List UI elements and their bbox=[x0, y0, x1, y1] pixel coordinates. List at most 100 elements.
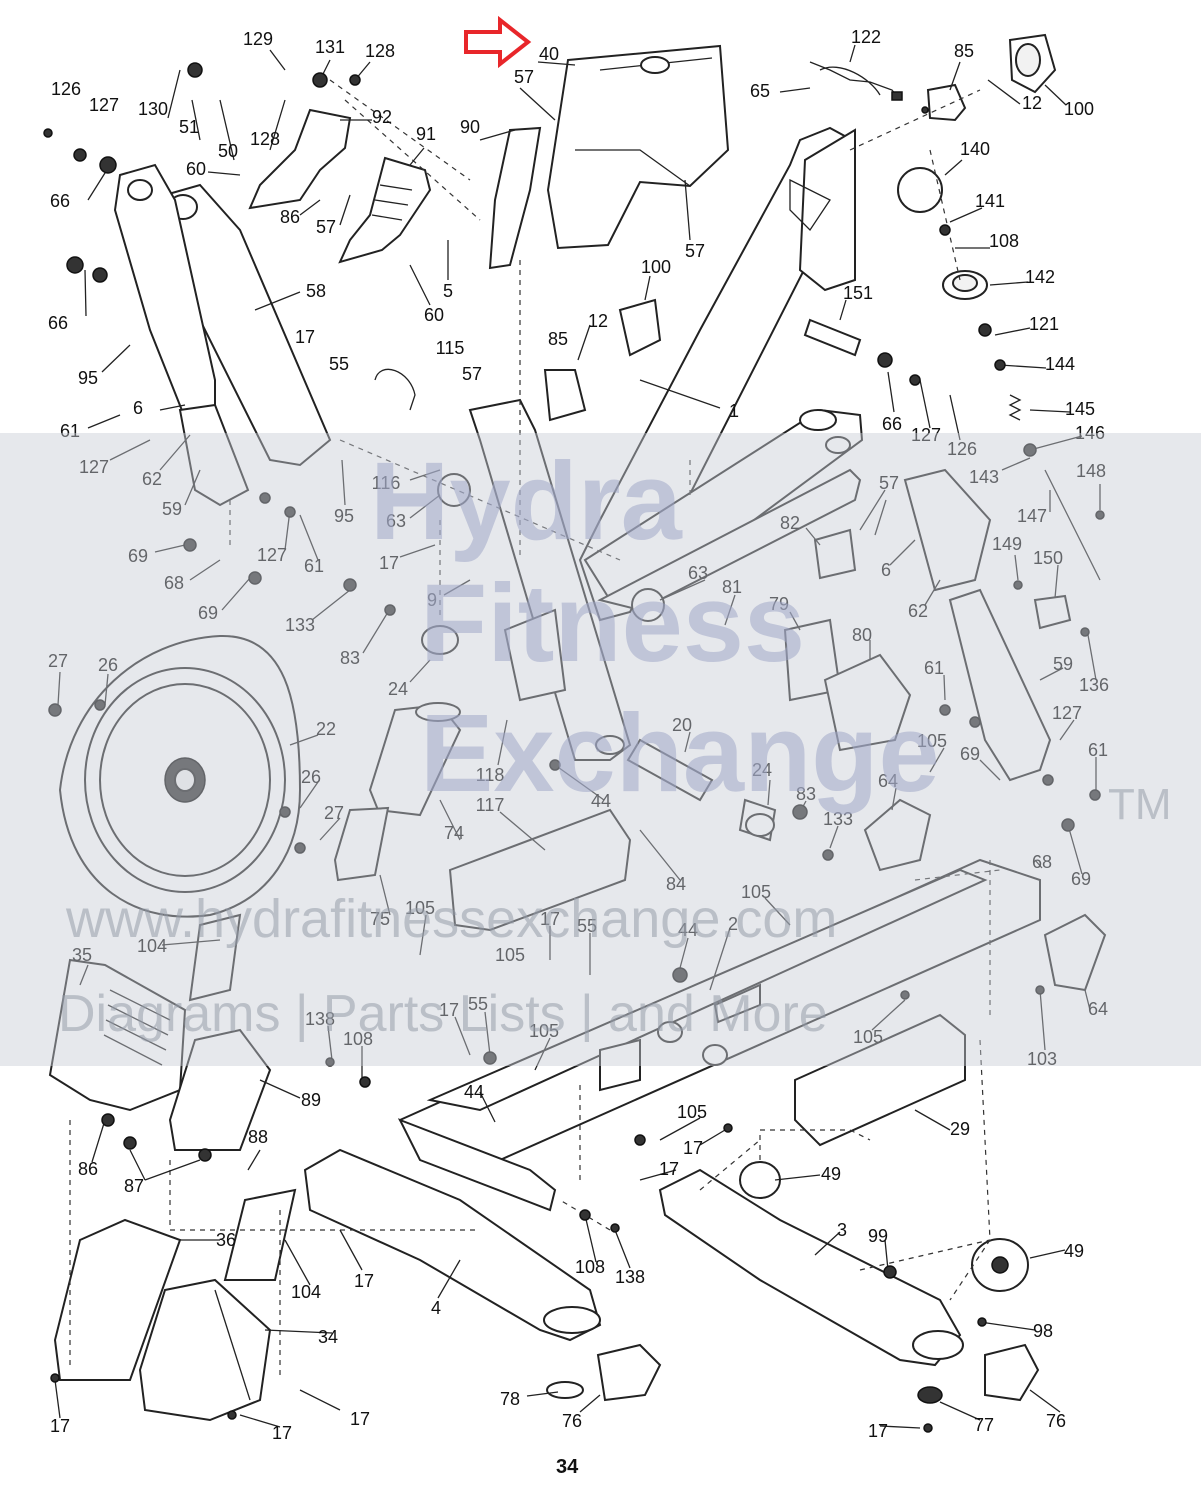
part-label-40: 40 bbox=[539, 44, 559, 64]
part-label-133a: 133 bbox=[285, 615, 315, 635]
part-label-85b: 85 bbox=[548, 329, 568, 349]
part-label-1: 1 bbox=[729, 401, 739, 421]
part-label-89: 89 bbox=[301, 1090, 321, 1110]
part-label-141: 141 bbox=[975, 191, 1005, 211]
part-label-83a: 83 bbox=[340, 648, 360, 668]
watermark-word-2: Fitness bbox=[420, 562, 806, 685]
shroud-part-36 bbox=[53, 1218, 182, 1381]
part-label-69b: 69 bbox=[198, 603, 218, 623]
part-label-55c: 55 bbox=[468, 994, 488, 1014]
highlight-arrow-icon bbox=[464, 15, 532, 69]
part-label-44c: 44 bbox=[464, 1082, 484, 1102]
watermark-word-1: Hydra bbox=[370, 440, 682, 563]
part-label-66a: 66 bbox=[50, 191, 70, 211]
part-label-57d: 57 bbox=[462, 364, 482, 384]
part-label-55a: 55 bbox=[329, 354, 349, 374]
part-label-62a: 62 bbox=[142, 469, 162, 489]
arm-part-6-right bbox=[903, 468, 992, 592]
part-label-74: 74 bbox=[444, 823, 464, 843]
part-label-44a: 44 bbox=[591, 791, 611, 811]
power-cord-part-122 bbox=[809, 61, 903, 101]
part-label-60a: 60 bbox=[186, 159, 206, 179]
bearing-part-63 bbox=[437, 473, 665, 622]
part-label-35: 35 bbox=[72, 945, 92, 965]
part-label-4: 4 bbox=[431, 1298, 441, 1318]
part-label-17h: 17 bbox=[350, 1409, 370, 1429]
part-label-105b: 105 bbox=[741, 882, 771, 902]
part-label-50: 50 bbox=[218, 141, 238, 161]
part-label-104b: 104 bbox=[291, 1282, 321, 1302]
part-label-149: 149 bbox=[992, 534, 1022, 554]
part-label-85a: 85 bbox=[954, 41, 974, 61]
part-label-100a: 100 bbox=[1064, 99, 1094, 119]
part-label-20: 20 bbox=[672, 715, 692, 735]
part-label-151: 151 bbox=[843, 283, 873, 303]
upright-part-90 bbox=[488, 126, 542, 270]
part-label-17g: 17 bbox=[354, 1271, 374, 1291]
part-label-22: 22 bbox=[316, 719, 336, 739]
part-label-127e: 127 bbox=[1052, 703, 1082, 723]
part-label-63b: 63 bbox=[688, 563, 708, 583]
part-label-17f: 17 bbox=[659, 1159, 679, 1179]
part-label-127c: 127 bbox=[79, 457, 109, 477]
part-label-5: 5 bbox=[443, 281, 453, 301]
part-label-61b: 61 bbox=[304, 556, 324, 576]
wheel-part-49-right bbox=[971, 1238, 1029, 1292]
part-label-105g: 105 bbox=[677, 1102, 707, 1122]
part-label-122: 122 bbox=[851, 27, 881, 47]
part-label-104a: 104 bbox=[137, 936, 167, 956]
part-label-76b: 76 bbox=[1046, 1411, 1066, 1431]
watermark-band bbox=[0, 433, 1201, 1066]
part-label-121: 121 bbox=[1029, 314, 1059, 334]
part-label-138a: 138 bbox=[305, 1009, 335, 1029]
part-label-88: 88 bbox=[248, 1127, 268, 1147]
bracket-part-115 bbox=[374, 368, 416, 411]
part-label-78: 78 bbox=[500, 1389, 520, 1409]
bearing-part-24-bottom bbox=[738, 798, 777, 842]
handlebar-part-91 bbox=[338, 156, 432, 264]
part-label-17b: 17 bbox=[379, 553, 399, 573]
part-label-63a: 63 bbox=[386, 511, 406, 531]
part-label-130: 130 bbox=[138, 99, 168, 119]
part-label-69a: 69 bbox=[128, 546, 148, 566]
part-label-26b: 26 bbox=[301, 767, 321, 787]
part-label-108b: 108 bbox=[343, 1029, 373, 1049]
part-label-66c: 66 bbox=[882, 414, 902, 434]
part-label-91: 91 bbox=[416, 124, 436, 144]
part-label-59b: 59 bbox=[1053, 654, 1073, 674]
hardware-fasteners bbox=[43, 62, 1105, 1433]
endcap-part-76-left bbox=[596, 1343, 662, 1402]
bracket-part-85-mid bbox=[543, 369, 587, 422]
part-label-128b: 128 bbox=[250, 129, 280, 149]
bracket-part-85-top bbox=[926, 83, 967, 122]
part-label-99: 99 bbox=[868, 1226, 888, 1246]
part-label-75: 75 bbox=[370, 909, 390, 929]
part-label-61a: 61 bbox=[60, 421, 80, 441]
part-label-9: 9 bbox=[427, 590, 437, 610]
part-label-27b: 27 bbox=[324, 803, 344, 823]
part-label-57a: 57 bbox=[514, 67, 534, 87]
part-label-6b: 6 bbox=[881, 560, 891, 580]
part-label-64a: 64 bbox=[878, 771, 898, 791]
part-label-128a: 128 bbox=[365, 41, 395, 61]
part-label-105c: 105 bbox=[405, 898, 435, 918]
foot-part-77 bbox=[917, 1386, 943, 1404]
part-label-98: 98 bbox=[1033, 1321, 1053, 1341]
cover-part-29 bbox=[794, 1013, 966, 1147]
part-label-81: 81 bbox=[722, 577, 742, 597]
watermark-url: www.hydrafitnessexchange.com bbox=[66, 889, 838, 949]
wheel-part-49-mid bbox=[739, 1161, 781, 1199]
part-label-115: 115 bbox=[436, 338, 465, 358]
part-label-12b: 12 bbox=[588, 311, 608, 331]
part-label-12a: 12 bbox=[1022, 93, 1042, 113]
part-label-68b: 68 bbox=[1032, 852, 1052, 872]
part-label-24b: 24 bbox=[752, 760, 772, 780]
part-label-100b: 100 bbox=[641, 257, 671, 277]
part-label-103: 103 bbox=[1027, 1049, 1057, 1069]
part-label-61c: 61 bbox=[924, 658, 944, 678]
part-label-77: 77 bbox=[974, 1415, 994, 1435]
part-label-17i: 17 bbox=[50, 1416, 70, 1436]
console-part-40 bbox=[546, 44, 730, 250]
part-label-57e: 57 bbox=[879, 473, 899, 493]
part-label-143: 143 bbox=[969, 467, 999, 487]
